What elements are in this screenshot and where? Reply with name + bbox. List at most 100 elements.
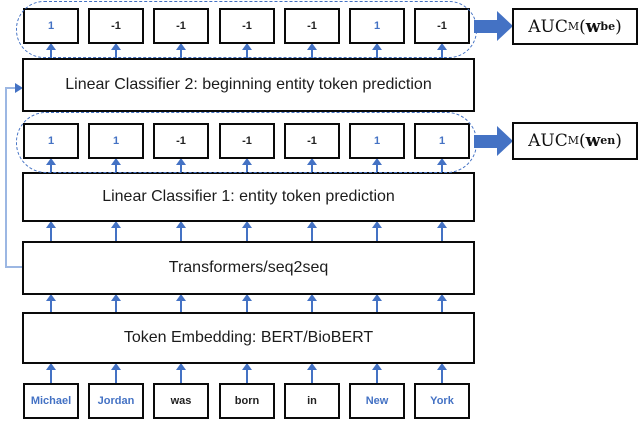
input-token-row: Michael Jordan was born in New York xyxy=(0,383,640,419)
token-box: Jordan xyxy=(88,383,144,419)
arrow-head xyxy=(372,43,382,50)
up-arrow-icon xyxy=(45,294,57,312)
arrow-stem xyxy=(375,50,379,58)
arrow-head xyxy=(437,221,447,228)
feedback-line-bottom xyxy=(5,266,23,268)
arrow-stem xyxy=(245,50,249,58)
arrow-head xyxy=(46,221,56,228)
up-arrow-icon xyxy=(306,43,318,58)
up-arrow-icon xyxy=(110,158,122,173)
arrow-stem xyxy=(179,228,183,241)
arrow-stem xyxy=(49,228,53,241)
arrow-group-transformer-to-classifier1 xyxy=(0,221,640,241)
thick-right-arrow-icon xyxy=(474,11,513,42)
arrow-head xyxy=(307,294,317,301)
up-arrow-icon xyxy=(45,158,57,173)
arrow-head xyxy=(372,363,382,370)
auc-close-paren: ) xyxy=(615,16,622,37)
arrow-head xyxy=(46,43,56,50)
arrow-head xyxy=(176,221,186,228)
beginning-prediction-row: 1 -1 -1 -1 -1 1 -1 xyxy=(0,8,640,44)
linear-classifier-1-label: Linear Classifier 1: entity token predic… xyxy=(102,188,395,205)
prediction-value-box: 1 xyxy=(23,8,79,44)
arrow-head xyxy=(372,158,382,165)
arrow-stem xyxy=(179,370,183,383)
arrow-shaft xyxy=(474,20,497,33)
arrow-stem xyxy=(310,50,314,58)
arrow-head xyxy=(111,363,121,370)
up-arrow-icon xyxy=(371,294,383,312)
prediction-value-box: 1 xyxy=(88,123,144,159)
arrow-stem xyxy=(114,50,118,58)
prediction-value-box: -1 xyxy=(153,123,209,159)
up-arrow-icon xyxy=(436,294,448,312)
arrow-stem xyxy=(114,228,118,241)
arrow-head xyxy=(176,43,186,50)
arrow-head xyxy=(242,43,252,50)
token-box: born xyxy=(219,383,275,419)
linear-classifier-2-box: Linear Classifier 2: beginning entity to… xyxy=(22,58,475,112)
arrow-stem xyxy=(49,370,53,383)
arrow-head xyxy=(307,158,317,165)
token-box: York xyxy=(414,383,470,419)
arrow-head xyxy=(372,221,382,228)
prediction-value-box: 1 xyxy=(414,123,470,159)
prediction-value-box: -1 xyxy=(219,8,275,44)
arrow-head xyxy=(176,158,186,165)
transformer-label: Transformers/seq2seq xyxy=(168,259,329,276)
arrow-head xyxy=(111,221,121,228)
token-embedding-label: Token Embedding: BERT/BioBERT xyxy=(123,329,374,346)
arrow-head xyxy=(46,294,56,301)
auc-func: AUC xyxy=(528,16,568,37)
up-arrow-icon xyxy=(45,43,57,58)
token-embedding-box: Token Embedding: BERT/BioBERT xyxy=(22,312,475,364)
thick-right-arrow-icon xyxy=(474,126,513,157)
up-arrow-icon xyxy=(175,158,187,173)
prediction-value-box: 1 xyxy=(349,8,405,44)
auc-open-paren: ( xyxy=(579,16,586,37)
arrow-shaft xyxy=(474,135,497,148)
token-box: was xyxy=(153,383,209,419)
up-arrow-icon xyxy=(110,43,122,58)
up-arrow-icon xyxy=(306,221,318,241)
prediction-value-box: -1 xyxy=(284,8,340,44)
arrow-stem xyxy=(49,301,53,312)
arrow-head xyxy=(111,294,121,301)
arrow-head xyxy=(242,158,252,165)
arrow-head xyxy=(176,363,186,370)
up-arrow-icon xyxy=(110,294,122,312)
arrow-stem xyxy=(179,301,183,312)
arrow-head xyxy=(242,363,252,370)
arrow-head xyxy=(437,294,447,301)
arrow-stem xyxy=(245,301,249,312)
up-arrow-icon xyxy=(241,43,253,58)
arrow-head xyxy=(372,294,382,301)
auc-open-paren: ( xyxy=(578,131,586,151)
arrow-head xyxy=(437,158,447,165)
up-arrow-icon xyxy=(241,363,253,383)
arrow-head xyxy=(437,363,447,370)
arrow-stem xyxy=(179,165,183,173)
arrow-stem xyxy=(310,301,314,312)
up-arrow-icon xyxy=(175,221,187,241)
up-arrow-icon xyxy=(306,158,318,173)
prediction-value-box: -1 xyxy=(88,8,144,44)
up-arrow-icon xyxy=(436,158,448,173)
arrow-stem xyxy=(179,50,183,58)
arrow-group-tokens-to-embedding xyxy=(0,363,640,383)
up-arrow-icon xyxy=(306,294,318,312)
arrow-head xyxy=(497,126,513,156)
up-arrow-icon xyxy=(241,158,253,173)
arrow-stem xyxy=(49,50,53,58)
arrow-stem xyxy=(440,228,444,241)
up-arrow-icon xyxy=(45,221,57,241)
entity-prediction-row: 1 1 -1 -1 -1 1 1 xyxy=(0,123,640,159)
up-arrow-icon xyxy=(45,363,57,383)
up-arrow-icon xyxy=(241,294,253,312)
arrow-head xyxy=(307,363,317,370)
arrow-head xyxy=(46,158,56,165)
arrow-stem xyxy=(375,370,379,383)
arrow-group-embedding-to-transformer xyxy=(0,294,640,312)
token-box: Michael xyxy=(23,383,79,419)
